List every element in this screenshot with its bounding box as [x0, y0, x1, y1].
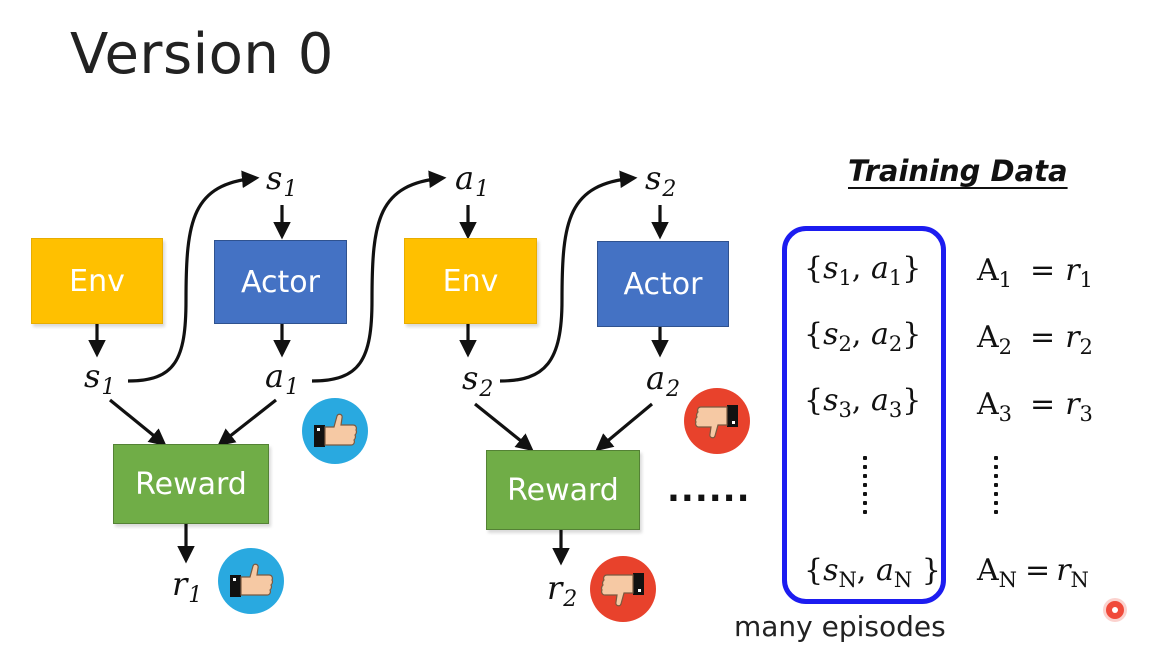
thumbs-up-icon	[218, 548, 284, 614]
arrow-s1-to-reward1	[108, 398, 167, 447]
advantage-row-n: AN=rN	[977, 553, 1089, 592]
pairs-vertical-ellipsis	[863, 456, 869, 514]
arrow-a2-to-reward2	[595, 402, 654, 452]
pair-row-3: {s3, a3}	[804, 383, 922, 422]
thumbs-down-icon	[590, 556, 656, 622]
advantage-row-1: A1=r1	[977, 253, 1093, 292]
arrow-s2-to-reward2	[473, 402, 534, 452]
advantage-vertical-ellipsis	[994, 456, 1000, 514]
env-box-2: Env	[404, 238, 537, 324]
curve-a1-to-env	[311, 170, 447, 383]
continuation-ellipsis: ......	[667, 470, 751, 510]
advantage-row-3: A3=r3	[977, 387, 1093, 426]
pair-row-n: {sN, aN }	[804, 553, 941, 592]
label-r2: r2	[547, 569, 578, 612]
training-data-title: Training Data	[848, 154, 1068, 188]
episodes-caption: many episodes	[734, 610, 946, 643]
curve-s1-to-actor	[127, 170, 260, 383]
actor-box-1: Actor	[214, 240, 347, 324]
reward-box-1: Reward	[113, 444, 269, 524]
label-s1-top: s1	[266, 159, 298, 202]
curve-s2-to-actor	[499, 170, 638, 383]
label-s2: s2	[462, 359, 494, 402]
slide-title: Version 0	[70, 22, 334, 87]
actor-box-2: Actor	[597, 241, 729, 327]
label-a1-top: a1	[455, 159, 490, 202]
label-s1: s1	[84, 357, 116, 400]
thumbs-down-icon	[684, 388, 750, 454]
thumbs-up-icon	[302, 398, 368, 464]
pair-row-1: {s1, a1}	[804, 251, 922, 290]
episodes-frame	[782, 226, 946, 604]
reward-box-2: Reward	[486, 450, 640, 530]
label-a2: a2	[646, 359, 681, 402]
label-s2-top: s2	[645, 159, 677, 202]
arrow-a1-to-reward1	[217, 398, 277, 447]
advantage-row-2: A2=r2	[977, 320, 1093, 359]
pair-row-2: {s2, a2}	[804, 317, 922, 356]
label-a1: a1	[265, 357, 300, 400]
laser-pointer-icon	[1106, 601, 1124, 619]
label-r1: r1	[172, 565, 203, 608]
env-box-1: Env	[31, 238, 163, 324]
